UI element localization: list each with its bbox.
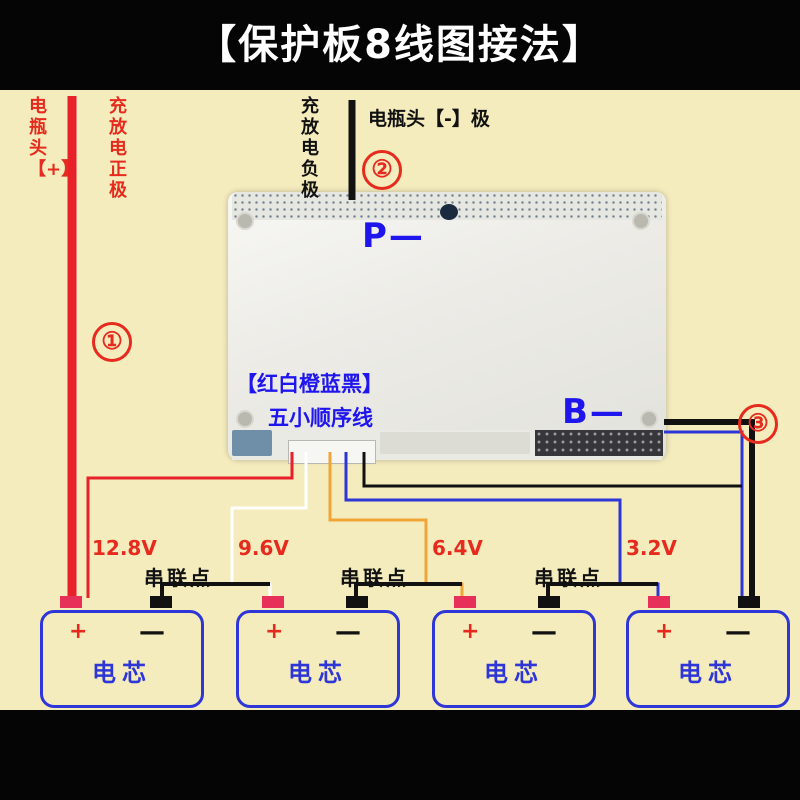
p-minus-label: P— <box>362 216 425 256</box>
balance-wire-black <box>362 452 742 488</box>
wire-order-note-2: 五小顺序线 <box>268 406 373 430</box>
board-b-connector <box>535 430 663 456</box>
series-point-label-1: 串联点 <box>144 566 213 590</box>
board-pad-left <box>232 430 272 456</box>
cell4-positive-terminal <box>648 596 670 608</box>
series-link-2 <box>354 582 462 598</box>
balance-wire-blue <box>344 452 660 598</box>
battery-plus-label: 电瓶头【+】 <box>28 96 79 180</box>
voltage-label-2: 9.6V <box>238 536 289 560</box>
cell-minus-sign: — <box>531 617 557 647</box>
b-minus-cable <box>664 419 755 602</box>
balance-wire-red <box>86 452 294 598</box>
cell-name: 电芯 <box>288 659 348 687</box>
charge-plus-label: 充放电正极 <box>109 96 127 201</box>
voltage-label-3: 6.4V <box>432 536 483 560</box>
mount-hole-top-left <box>236 212 254 230</box>
battery-minus-label: 电瓶头【-】极 <box>368 108 490 130</box>
board-chip <box>440 204 458 220</box>
battery-cell-2: + — 电芯 <box>236 610 400 708</box>
marker-1: ① <box>92 322 132 362</box>
cell2-positive-terminal <box>262 596 284 608</box>
cell1-positive-terminal <box>60 596 82 608</box>
protection-board <box>228 192 666 460</box>
cell-name: 电芯 <box>92 659 152 687</box>
series-link-1 <box>160 582 270 598</box>
cell-name: 电芯 <box>484 659 544 687</box>
series-point-label-3: 串联点 <box>534 566 603 590</box>
cell-plus-sign: + <box>655 619 674 644</box>
mount-hole-top-right <box>632 212 650 230</box>
balance-plug <box>288 440 376 464</box>
cell2-negative-terminal <box>346 596 368 608</box>
b-minus-cable-outline <box>664 430 744 602</box>
board-trace-area <box>380 432 530 454</box>
charge-minus-label: 充放电负极 <box>301 96 319 201</box>
cell-plus-sign: + <box>69 619 88 644</box>
cell-name: 电芯 <box>678 659 738 687</box>
b-minus-label: B— <box>562 392 626 432</box>
mount-hole-bottom-left <box>236 410 254 428</box>
battery-cell-1: + — 电芯 <box>40 610 204 708</box>
battery-cell-4: + — 电芯 <box>626 610 790 708</box>
series-link-3 <box>546 582 658 598</box>
mount-hole-bottom-right <box>640 410 658 428</box>
cell-minus-sign: — <box>725 617 751 647</box>
cell3-positive-terminal <box>454 596 476 608</box>
voltage-label-4: 3.2V <box>626 536 677 560</box>
balance-wire-orange <box>328 452 464 598</box>
cell-minus-sign: — <box>139 617 165 647</box>
diagram-title: 【保护板8线图接法】 <box>196 22 604 68</box>
voltage-label-1: 12.8V <box>92 536 157 560</box>
marker-2: ② <box>362 150 402 190</box>
cell-plus-sign: + <box>265 619 284 644</box>
marker-3: ③ <box>738 404 778 444</box>
balance-wire-white <box>230 452 308 598</box>
cell3-negative-terminal <box>538 596 560 608</box>
series-point-label-2: 串联点 <box>340 566 409 590</box>
cell1-negative-terminal <box>150 596 172 608</box>
cell4-negative-terminal <box>738 596 760 608</box>
cell-plus-sign: + <box>461 619 480 644</box>
cell-minus-sign: — <box>335 617 361 647</box>
battery-cell-3: + — 电芯 <box>432 610 596 708</box>
wire-order-note: 【红白橙蓝黑】 <box>236 372 383 396</box>
